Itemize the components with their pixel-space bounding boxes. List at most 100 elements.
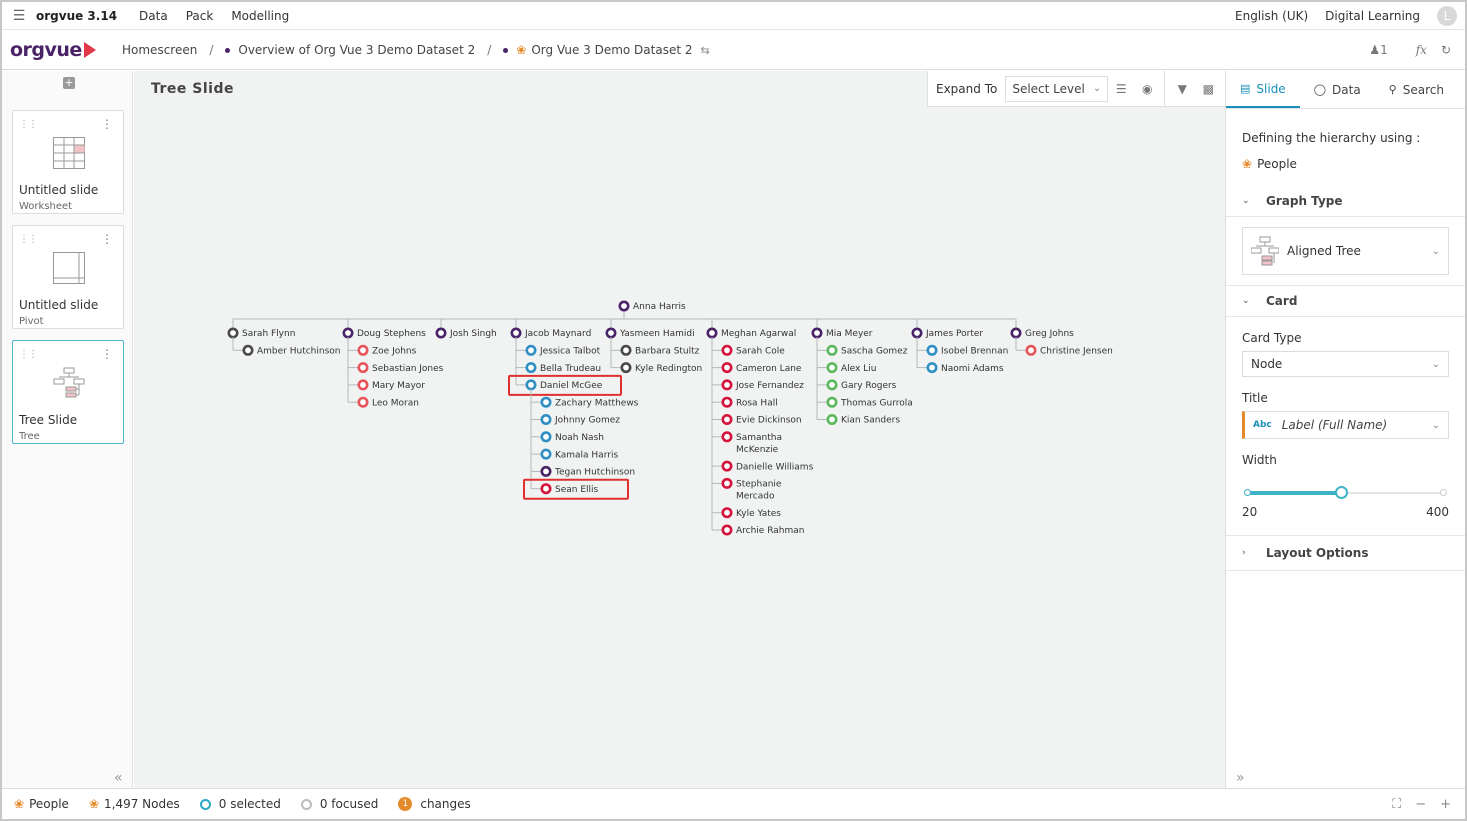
org-name[interactable]: Digital Learning (1325, 8, 1420, 23)
tree-node-label[interactable]: Sean Ellis (555, 485, 599, 495)
width-slider[interactable] (1242, 483, 1449, 503)
fullscreen-icon[interactable]: ⛶ (1392, 796, 1402, 812)
graph-type-select[interactable]: Aligned Tree ⌄ (1242, 227, 1449, 275)
tree-node-center[interactable] (439, 331, 443, 335)
slider-handle[interactable] (1334, 486, 1348, 499)
tree-node-label[interactable]: Rosa Hall (736, 398, 778, 408)
tree-node-label[interactable]: Kamala Harris (555, 450, 618, 460)
palette-icon[interactable]: ◉ (1141, 81, 1153, 96)
tree-node-label[interactable]: James Porter (925, 329, 983, 339)
tree-node-label[interactable]: Kyle Redington (635, 364, 702, 374)
tree-node-label[interactable]: Tegan Hutchinson (554, 468, 635, 478)
tree-node-label[interactable]: Greg Johns (1025, 329, 1074, 339)
tree-node-label[interactable]: Mercado (736, 492, 775, 502)
tree-node-label[interactable]: Josh Singh (449, 329, 497, 339)
tree-node-center[interactable] (514, 331, 518, 335)
tree-node-label[interactable]: Jessica Talbot (539, 347, 601, 357)
tree-node-center[interactable] (624, 349, 628, 352)
tree-node-center[interactable] (361, 401, 365, 404)
tree-node-center[interactable] (1014, 331, 1018, 335)
tree-node-center[interactable] (830, 418, 834, 421)
tree-node-label[interactable]: Christine Jensen (1040, 347, 1113, 357)
tree-node-center[interactable] (246, 349, 250, 352)
tree-node-label[interactable]: Sebastian Jones (372, 364, 444, 374)
collapse-sidebar-icon[interactable]: « (114, 770, 123, 786)
tree-node-label[interactable]: Isobel Brennan (941, 347, 1008, 357)
tab-data[interactable]: ◯ Data (1300, 71, 1375, 108)
panel-icon[interactable]: ▩ (1202, 81, 1214, 96)
tree-node-center[interactable] (361, 383, 365, 387)
tree-node-label[interactable]: Daniel McGee (540, 381, 603, 391)
tree-node-center[interactable] (529, 366, 533, 369)
tree-node-label[interactable]: Cameron Lane (736, 364, 802, 374)
tree-node-center[interactable] (930, 349, 934, 352)
expand-panel-icon[interactable]: » (1236, 770, 1245, 786)
tree-node-center[interactable] (830, 383, 834, 387)
tree-node-label[interactable]: McKenzie (736, 445, 779, 455)
hierarchy-dataset[interactable]: ❀ People (1226, 145, 1465, 171)
tree-node-center[interactable] (930, 366, 934, 369)
tree-node-center[interactable] (361, 366, 365, 369)
more-icon[interactable]: ⋮ (101, 347, 113, 361)
tree-node-center[interactable] (725, 528, 729, 532)
more-icon[interactable]: ⋮ (101, 232, 113, 246)
tree-node-center[interactable] (830, 366, 834, 369)
language-selector[interactable]: English (UK) (1235, 8, 1309, 23)
tree-node-center[interactable] (529, 383, 533, 387)
breadcrumb-overview[interactable]: Overview of Org Vue 3 Demo Dataset 2 (225, 43, 475, 57)
menu-pack[interactable]: Pack (185, 8, 214, 23)
tree-node-label[interactable]: Jacob Maynard (524, 329, 591, 339)
status-focused[interactable]: 0 focused (300, 797, 378, 811)
tree-node-center[interactable] (830, 349, 834, 352)
tree-node-label[interactable]: Leo Moran (372, 398, 419, 408)
tree-node-center[interactable] (544, 435, 548, 438)
tree-node-label[interactable]: Barbara Stultz (635, 347, 700, 357)
tree-node-label[interactable]: Zachary Matthews (555, 398, 639, 408)
tree-node-label[interactable]: Stephanie (736, 480, 782, 490)
users-icon[interactable]: ♟1 (1369, 43, 1388, 57)
zoom-out-icon[interactable]: − (1415, 796, 1427, 812)
tree-node-center[interactable] (1029, 349, 1033, 352)
tree-node-label[interactable]: Meghan Agarwal (721, 329, 796, 339)
tree-node-center[interactable] (361, 349, 365, 352)
drag-handle-icon[interactable]: ⋮⋮ (19, 234, 38, 245)
tree-node-center[interactable] (830, 401, 834, 404)
filter-icon[interactable]: ▼ (1177, 81, 1187, 96)
tree-node-label[interactable]: Johnny Gomez (554, 416, 620, 426)
tree-node-label[interactable]: Noah Nash (555, 433, 604, 443)
tree-node-center[interactable] (544, 487, 548, 490)
tree-node-label[interactable]: Naomi Adams (941, 364, 1004, 374)
tree-node-label[interactable]: Zoe Johns (372, 347, 417, 357)
tree-node-center[interactable] (725, 511, 729, 514)
drag-handle-icon[interactable]: ⋮⋮ (19, 349, 38, 360)
graph-type-header[interactable]: ⌄ Graph Type (1226, 185, 1465, 217)
status-selected[interactable]: 0 selected (199, 797, 281, 811)
tree-node-label[interactable]: Sarah Flynn (242, 329, 295, 339)
breadcrumb-home[interactable]: Homescreen (122, 43, 198, 57)
tree-node-label[interactable]: Archie Rahman (736, 526, 804, 536)
tree-node-label[interactable]: Sarah Cole (736, 347, 785, 357)
avatar[interactable]: L (1437, 5, 1457, 26)
tree-node-center[interactable] (725, 401, 729, 404)
tree-node-center[interactable] (622, 304, 626, 308)
zoom-in-icon[interactable]: + (1440, 796, 1451, 812)
add-slide-button[interactable]: + (63, 76, 75, 89)
tree-node-label[interactable]: Mary Mayor (372, 381, 425, 391)
formula-icon[interactable]: fx (1415, 43, 1427, 57)
refresh-icon[interactable]: ↻ (1440, 43, 1451, 57)
tree-node-center[interactable] (710, 331, 714, 335)
tree-node-label[interactable]: Kian Sanders (841, 416, 900, 426)
tab-slide[interactable]: ▤ Slide (1226, 71, 1300, 108)
tree-node-center[interactable] (544, 401, 548, 404)
tree-node-center[interactable] (609, 331, 613, 335)
sync-icon[interactable]: ⇆ (700, 43, 710, 57)
menu-modelling[interactable]: Modelling (231, 8, 290, 23)
tree-node-label[interactable]: Danielle Williams (736, 462, 814, 472)
card-header[interactable]: ⌄ Card (1226, 285, 1465, 317)
more-icon[interactable]: ⋮ (101, 117, 113, 131)
highlight-box[interactable] (523, 478, 629, 500)
breadcrumb-dataset[interactable]: ❀ Org Vue 3 Demo Dataset 2 ⇆ (503, 43, 710, 57)
tree-node-center[interactable] (725, 383, 729, 387)
